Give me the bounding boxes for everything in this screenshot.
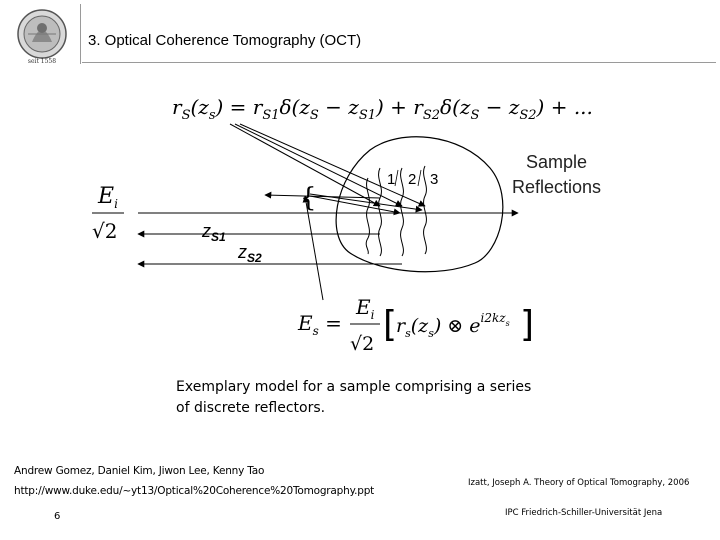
label-zs2: zS2 — [237, 242, 262, 265]
reflector-wave-1 — [378, 167, 382, 257]
institution-footer: IPC Friedrich-Schiller-Universität Jena — [505, 508, 663, 518]
reflection-brace: { — [300, 183, 317, 213]
equation-bottom-numerator: Ei — [355, 295, 375, 322]
label-incident-denominator: √2 — [92, 219, 117, 243]
reference-citation: Izatt, Joseph A. Theory of Optical Tomog… — [468, 478, 690, 488]
pointer-arrow-bottom — [302, 195, 324, 301]
oct-sample-reflection-diagram: rS(zs) = rS1δ(zS − zS1) + rS2δ(zS − zS2)… — [92, 95, 601, 355]
equation-bottom-open-bracket: [ — [383, 304, 397, 345]
caption-line-2: of discrete reflectors. — [176, 400, 326, 416]
university-seal-logo — [17, 9, 67, 59]
sample-outline — [335, 136, 504, 273]
equation-bottom-lhs: Es = — [297, 311, 342, 338]
logo-caption: seit 1558 — [27, 58, 57, 65]
reflector-wave-1b — [365, 177, 370, 255]
reflector-wave-3 — [423, 165, 427, 255]
figure-caption: Exemplary model for a sample comprising … — [176, 377, 596, 419]
label-zs1: zS1 — [201, 221, 226, 244]
equation-top: rS(zs) = rS1δ(zS − zS1) + rS2δ(zS − zS2)… — [172, 95, 593, 123]
equation-bottom-body: rs(zs) ⊗ ei2kzs — [396, 311, 510, 340]
source-url[interactable]: http://www.duke.edu/~yt13/Optical%20Cohe… — [14, 485, 375, 497]
label-incident-numerator: Ei — [97, 184, 118, 211]
reflector-wave-2 — [400, 167, 404, 257]
caption-line-1: Exemplary model for a sample comprising … — [176, 379, 532, 395]
pointer-arrow-mid — [309, 195, 401, 216]
header-divider-horizontal — [82, 62, 716, 63]
number-separator-2 — [417, 169, 422, 187]
equation-bottom-close-bracket: ] — [520, 304, 534, 345]
reflector-number-2: 2 — [408, 171, 416, 188]
equation-bottom-denominator: √2 — [350, 333, 374, 355]
reflector-number-3: 3 — [430, 171, 438, 188]
pointer-arrow-top-2 — [234, 123, 403, 207]
pointer-arrow-top-1 — [229, 123, 381, 207]
header-divider-vertical — [80, 4, 81, 64]
pointer-arrow-mid-2 — [309, 193, 423, 213]
slide-title: 3. Optical Coherence Tomography (OCT) — [88, 32, 362, 49]
sample-label-line2: Reflections — [512, 177, 601, 197]
sample-label-line1: Sample — [526, 152, 587, 172]
number-separator-1 — [394, 169, 399, 187]
pointer-arrow-top-3 — [239, 123, 426, 207]
page-number: 6 — [54, 511, 61, 522]
reflected-arrow-1 — [264, 191, 381, 199]
reflector-number-1: 1 — [387, 171, 395, 188]
source-authors: Andrew Gomez, Daniel Kim, Jiwon Lee, Ken… — [14, 465, 265, 477]
